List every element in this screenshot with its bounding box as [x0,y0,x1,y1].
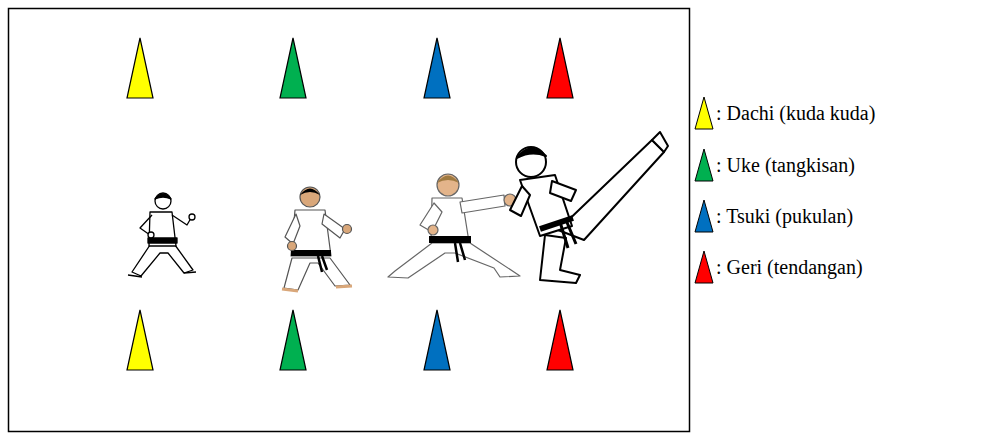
legend-swatch-box [694,96,714,130]
legend-label: : Geri (tendangan) [716,256,863,278]
marker-cone [424,38,450,98]
legend-label: : Tsuki (pukulan) [716,205,853,227]
marker-cone [547,310,573,370]
karateka-punch [388,174,520,278]
legend-swatch-box [694,148,714,182]
cone-group [127,38,573,370]
legend-swatch [695,251,713,283]
field-border [9,9,690,432]
marker-cone [424,310,450,370]
karateka-stance [128,193,196,277]
legend-swatch-box [694,199,714,233]
karateka-guard [282,187,352,291]
legend-swatch [695,149,713,181]
legend-row: : Geri (tendangan) [694,250,863,284]
legend-row: : Dachi (kuda kuda) [694,96,875,130]
marker-cone [280,38,306,98]
legend-swatch [695,97,713,129]
legend-row: : Tsuki (pukulan) [694,199,853,233]
marker-cone [127,38,153,98]
karateka-kick [510,132,668,283]
marker-cone [547,38,573,98]
marker-cone [127,310,153,370]
legend-swatch-box [694,250,714,284]
legend-label: : Uke (tangkisan) [716,154,855,176]
legend-swatch [695,200,713,232]
legend-row: : Uke (tangkisan) [694,148,855,182]
marker-cone [280,310,306,370]
legend-label: : Dachi (kuda kuda) [716,102,875,124]
